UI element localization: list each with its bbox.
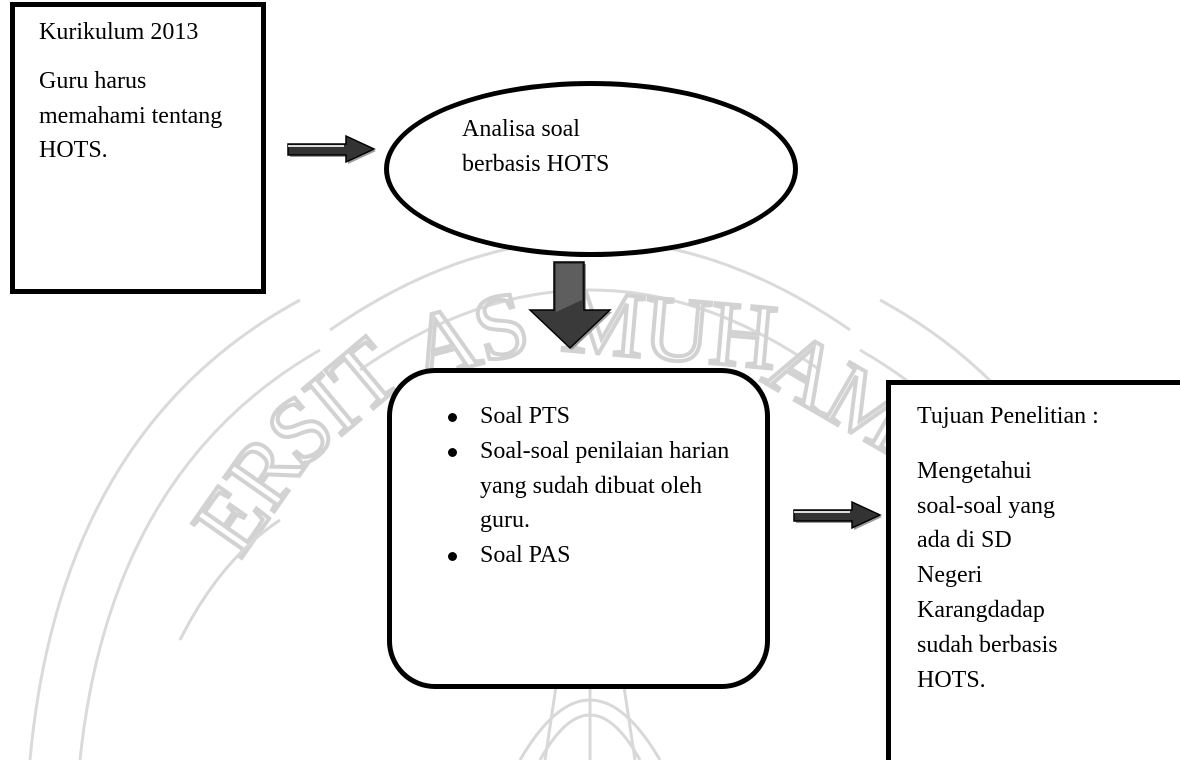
right-arrow-icon [287,134,376,164]
analysis-ellipse [384,81,798,257]
teacher-requirement-text: Guru harus memahami tentang HOTS. [39,67,223,164]
curriculum-title: Kurikulum 2013 [39,19,199,45]
analysis-ellipse-text: Analisa soal berbasis HOTS [462,116,610,177]
right-arrow-icon [793,500,882,530]
research-goal-text: Mengetahui soal-soal yang ada di SD Nege… [917,457,1058,693]
list-item: Soal PAS [448,538,755,573]
list-item: Soal-soal penilaian harian yang sudah di… [448,434,755,538]
question-list-box: Soal PTS Soal-soal penilaian harian yang… [387,368,770,689]
research-goal-box: Tujuan Penelitian : Mengetahui soal-soal… [886,380,1180,760]
question-list: Soal PTS Soal-soal penilaian harian yang… [442,399,755,573]
list-item: Soal PTS [448,399,755,434]
research-goal-heading: Tujuan Penelitian : [917,403,1099,429]
curriculum-box: Kurikulum 2013 Guru harus memahami tenta… [10,2,266,294]
down-arrow-icon [528,261,612,350]
